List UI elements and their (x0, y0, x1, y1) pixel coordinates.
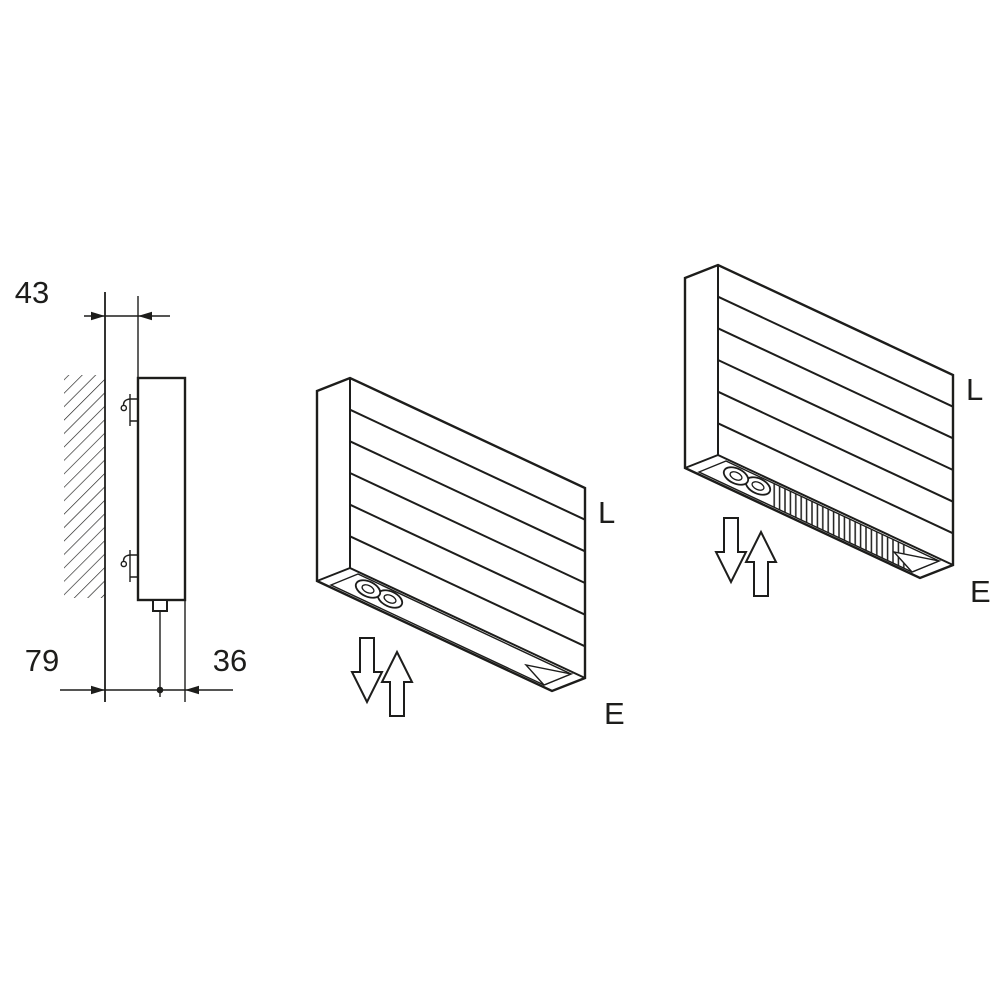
pipe-connections (722, 466, 772, 496)
slat-line (717, 327, 954, 440)
corner-wedge (892, 550, 942, 573)
pipe-connections (354, 579, 404, 609)
slat-line (717, 295, 954, 408)
slat-line (349, 535, 586, 648)
airflow-down-arrow-icon (350, 637, 384, 705)
radiator-slats (349, 408, 586, 648)
wall-hatching-icon (64, 375, 105, 598)
slat-line (349, 503, 586, 616)
label-e: E (604, 696, 625, 731)
dim-arrow-right-icon (91, 685, 105, 695)
slat-line (717, 422, 954, 535)
slat-line (349, 440, 586, 553)
slat-line (349, 408, 586, 521)
convector-grille (772, 482, 905, 569)
label-e: E (970, 574, 991, 609)
dim-arrow-left-icon (138, 311, 152, 321)
dimension-value: 79 (25, 643, 59, 678)
side-view: 43 79 36 (15, 275, 247, 702)
airflow-down-arrow-icon (714, 517, 748, 585)
airflow-up-arrow-icon (380, 649, 414, 717)
pipe-connection-inner (383, 594, 397, 604)
dimension-top-43: 43 (15, 275, 170, 321)
valve-stub (152, 599, 168, 612)
label-l: L (966, 372, 983, 407)
airflow-up-arrow-icon (744, 529, 778, 597)
pipe-connection-inner (751, 481, 765, 491)
dimension-bottom-79-36: 79 36 (25, 643, 247, 695)
dim-point (156, 686, 164, 694)
pipe-connection-inner (729, 471, 743, 481)
corner-wedge (524, 663, 574, 686)
dim-arrow-left-icon (185, 685, 199, 695)
radiator-iso-front-view: L E (315, 376, 625, 731)
label-l: L (598, 495, 615, 530)
dim-arrow-right-icon (91, 311, 105, 321)
radiator-side-profile (136, 376, 187, 602)
dimension-value: 36 (213, 643, 247, 678)
slat-line (717, 359, 954, 471)
radiator-iso-grille-view: L E (683, 263, 991, 609)
slat-line (349, 472, 586, 584)
slat-line (717, 390, 954, 503)
radiator-slats (717, 295, 954, 535)
pipe-connection-inner (361, 584, 375, 594)
dimension-value: 43 (15, 275, 49, 310)
